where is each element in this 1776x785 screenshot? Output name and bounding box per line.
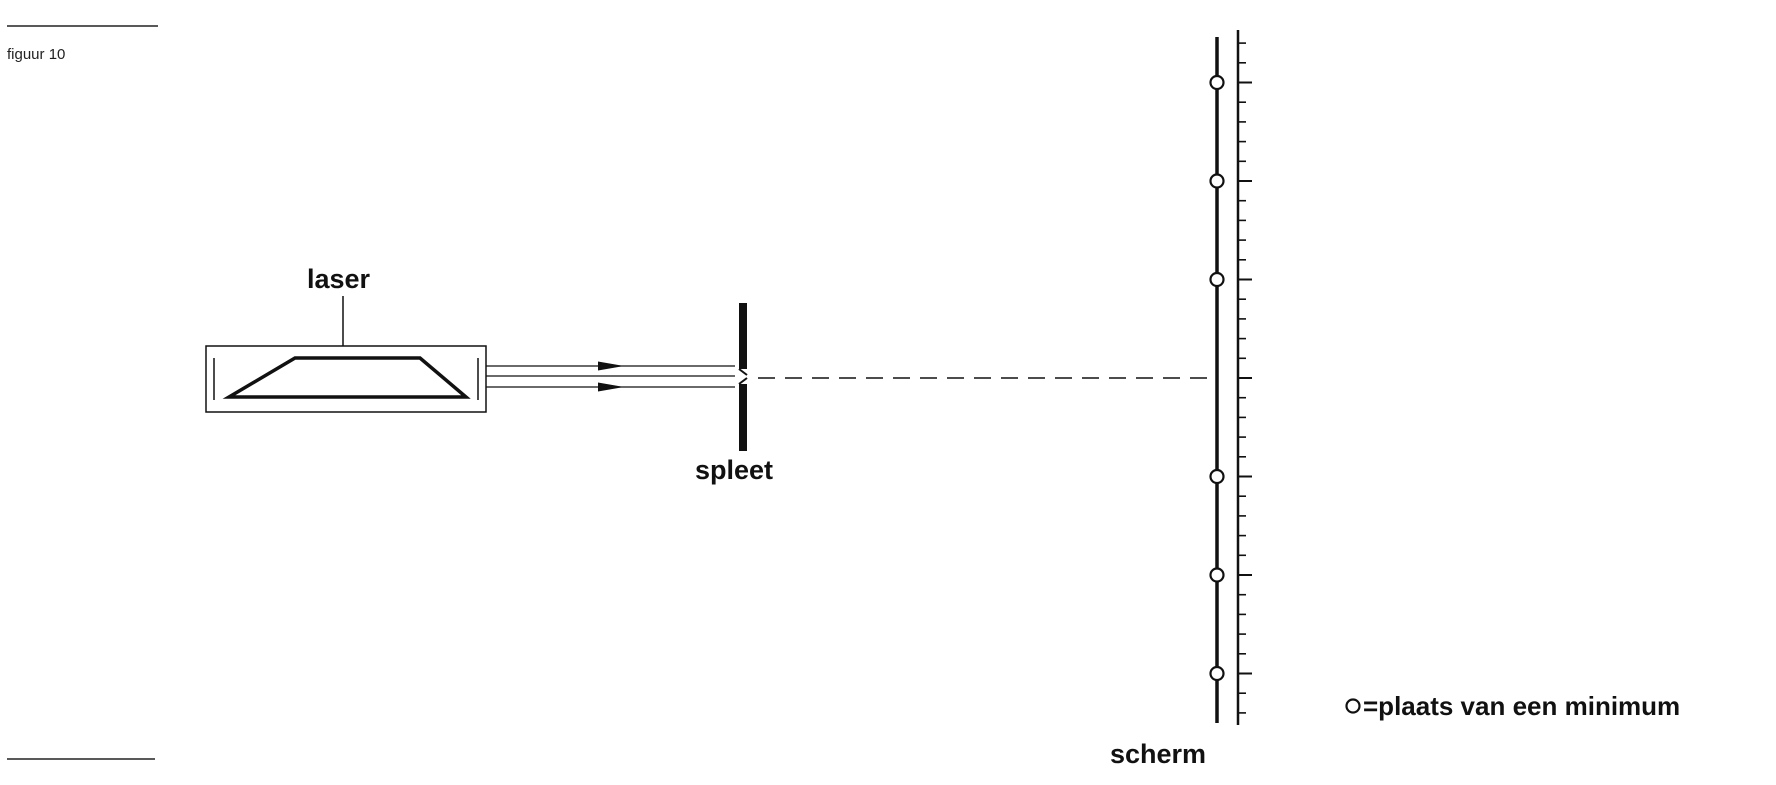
figure-caption: figuur 10 [7, 46, 65, 63]
beam-arrow-top [598, 361, 624, 371]
minimum-marker [1209, 173, 1225, 189]
minimum-marker [1209, 468, 1225, 485]
laser: laser [205, 264, 487, 413]
slit-edge-bottom [738, 377, 748, 385]
minimum-marker [1209, 567, 1225, 583]
laser-tube [222, 356, 471, 399]
slit: spleet [695, 303, 773, 485]
screen: scherm [1110, 30, 1252, 769]
minimum-marker [1209, 271, 1225, 288]
minima-markers [1209, 74, 1225, 682]
laser-housing [205, 345, 487, 413]
legend-text: =plaats van een minimum [1363, 691, 1680, 721]
minimum-marker [1209, 665, 1225, 682]
scale-ticks [1238, 42, 1252, 714]
laser-label: laser [307, 264, 371, 294]
legend: =plaats van een minimum [1345, 691, 1680, 721]
screen-label: scherm [1110, 739, 1206, 769]
laser-beam [486, 361, 735, 392]
slit-edge-top [738, 368, 748, 376]
beam-arrow-bottom [598, 382, 624, 392]
minimum-marker [1209, 74, 1225, 91]
minimum-marker-icon [1345, 698, 1361, 714]
slit-label: spleet [695, 455, 773, 485]
